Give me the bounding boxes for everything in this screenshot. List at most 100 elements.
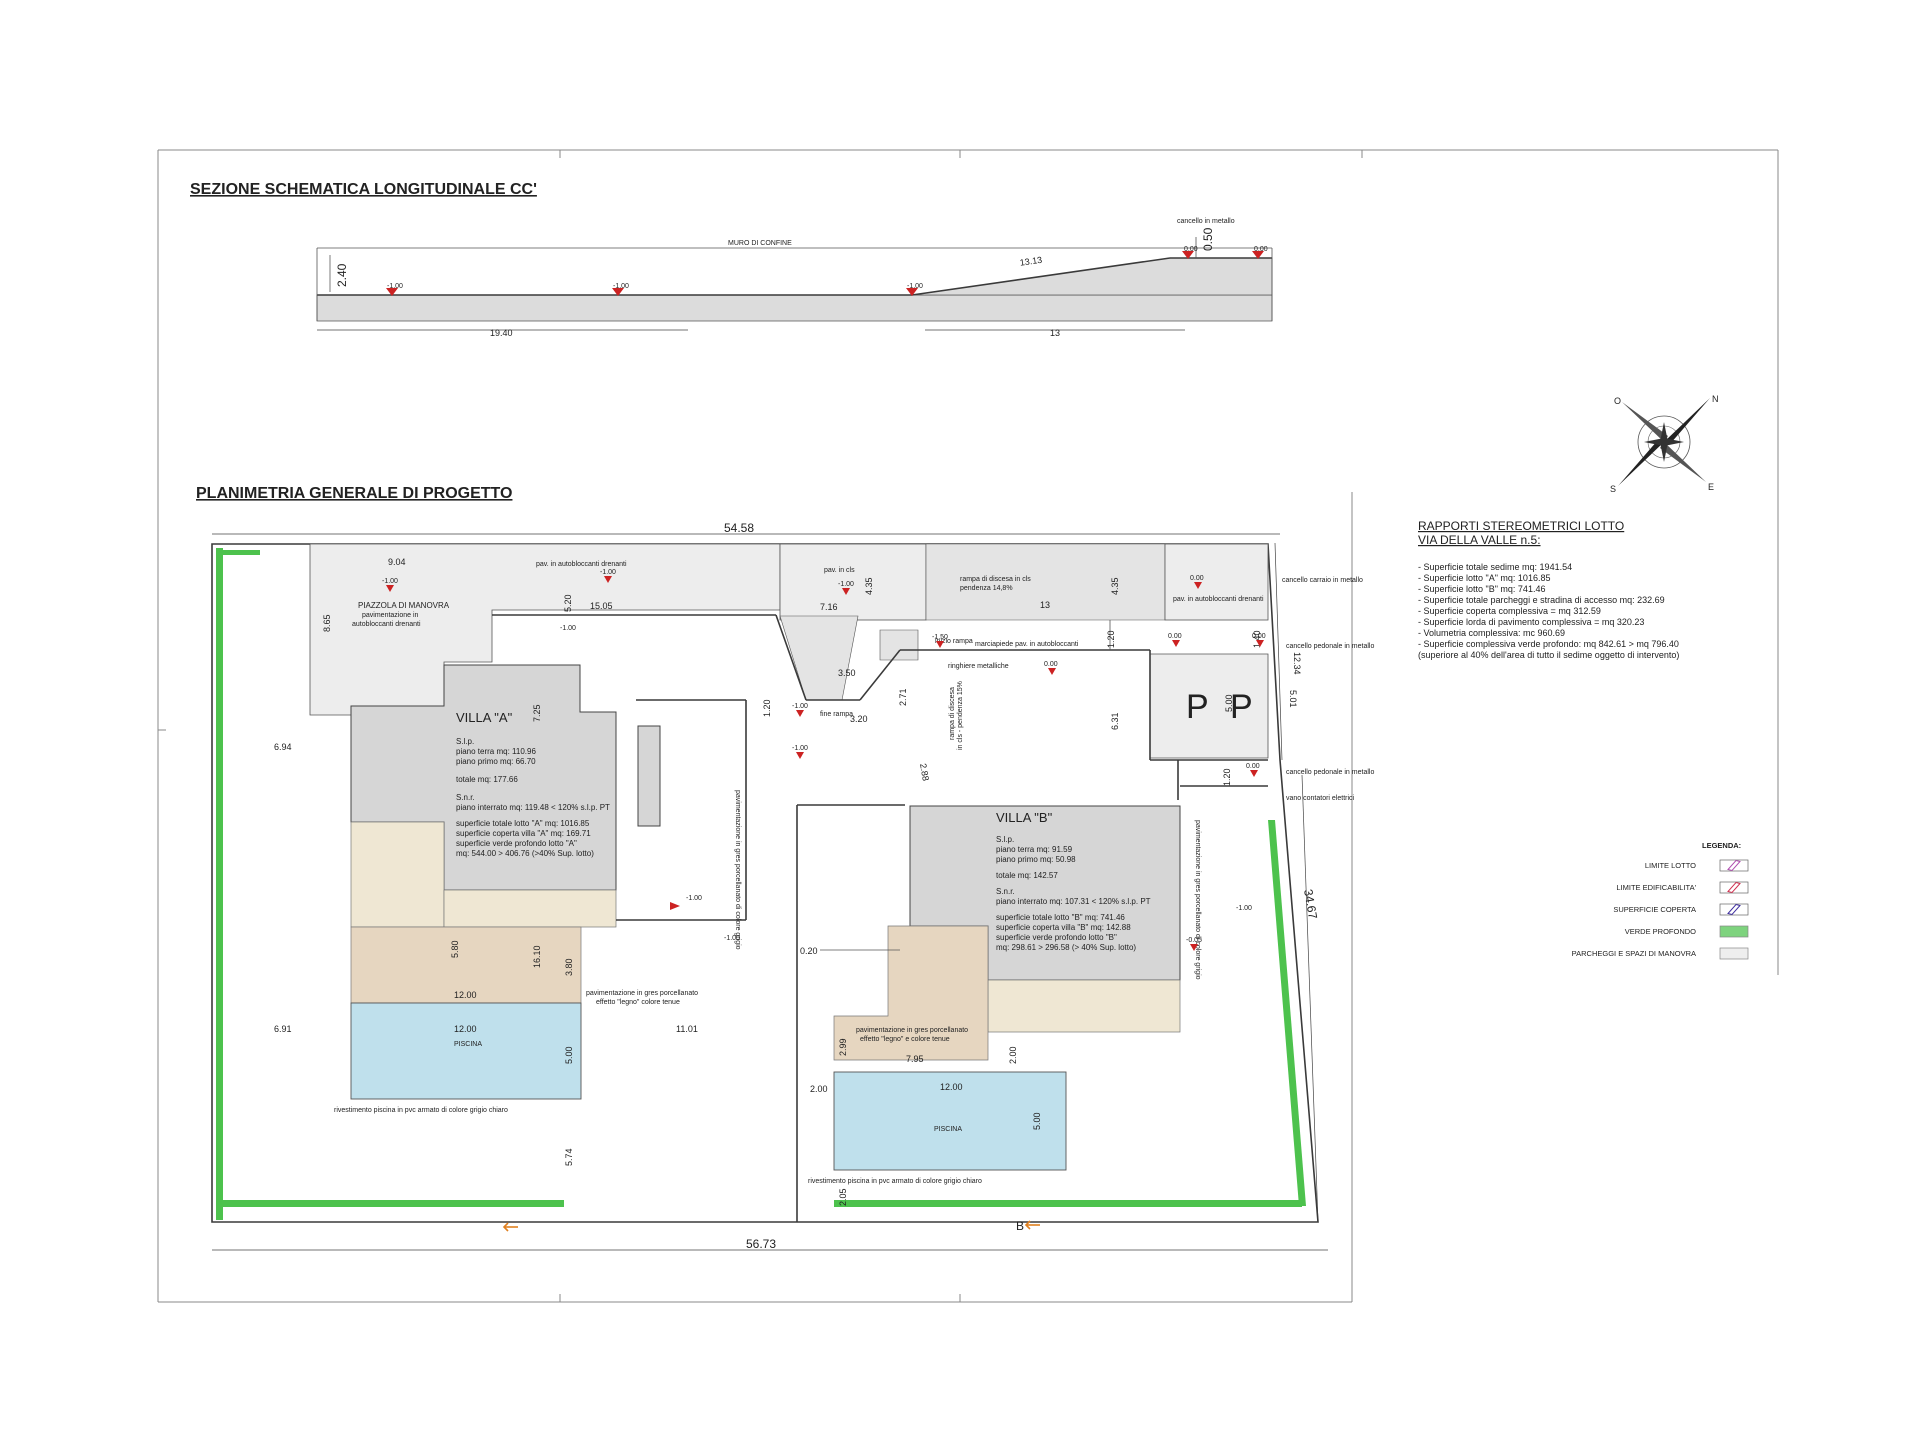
dim-3-80: 3.80 [564, 958, 574, 976]
parking-p1: P [1186, 688, 1209, 726]
plan-level-7: -1.50 [932, 634, 948, 641]
plan-level-1: -1.00 [382, 578, 398, 585]
vano-contatori: vano contatori elettrici [1286, 795, 1355, 802]
section-dim-height: 2.40 [335, 263, 349, 287]
dim-13: 13 [1040, 600, 1050, 610]
villa-b-footprint [796, 760, 1268, 1222]
dim-5-00p: 5.00 [1224, 694, 1234, 712]
villa-a-s4: mq: 544.00 > 406.76 (>40% Sup. lotto) [456, 849, 594, 858]
legend-swatch [1719, 881, 1749, 894]
dim-5-00b: 5.00 [1032, 1112, 1042, 1130]
paved-areas [309, 543, 1269, 761]
pav-auto2: pav. in autobloccanti drenanti [1173, 596, 1264, 603]
dim-2-05: 2.05 [838, 1188, 848, 1206]
villa-a-pt: piano terra mq: 110.96 [456, 747, 536, 756]
legend-label: PARCHEGGI E SPAZI DI MANOVRA [1572, 949, 1696, 958]
plan-dim-top: 54.58 [724, 521, 754, 535]
pav-legno-b2: effetto "legno" e colore tenue [860, 1036, 950, 1043]
cancello-carraio: cancello carraio in metallo [1282, 577, 1363, 584]
plan-level-6: 0.00 [1252, 633, 1266, 640]
section-level-2: -1.00 [613, 283, 629, 290]
dim-5-01: 5.01 [1288, 690, 1298, 708]
parking-p2: P [1230, 688, 1253, 726]
villa-a-s3: superficie verde profondo lotto "A" [456, 839, 577, 848]
dim-16-10: 16.10 [532, 945, 542, 968]
plan-level-15: -0.05 [1186, 937, 1202, 944]
legend-swatch [1719, 925, 1749, 938]
fine-rampa: fine rampa [820, 711, 853, 718]
plan-level-3: -1.00 [838, 581, 854, 588]
dim-1-20c: 1.20 [1222, 768, 1232, 786]
plan-level-11: 0.00 [1246, 763, 1260, 770]
plan-level-13: -1.00 [686, 895, 702, 902]
villa-b-title: VILLA "B" [996, 810, 1053, 825]
villa-b-s2: superficie coperta villa "B" mq: 142.88 [996, 923, 1131, 932]
plan-dim-bottom: 56.73 [746, 1237, 776, 1251]
compass-s: S [1610, 484, 1616, 494]
dim-11-01: 11.01 [676, 1024, 698, 1034]
plan-level-12: -1.00 [560, 625, 576, 632]
plan-level-14: -1.00 [724, 935, 740, 942]
section-dim-right: 13 [1050, 328, 1060, 338]
legend-swatch-mark [1727, 903, 1741, 916]
dim-1-20b: 1.20 [1106, 630, 1116, 648]
dim-7-95: 7.95 [906, 1054, 924, 1064]
legend-swatch [1719, 903, 1749, 916]
piazzola-sub2: autobloccanti drenanti [352, 621, 421, 628]
dim-4-35a: 4.35 [864, 577, 874, 595]
section-title: SEZIONE SCHEMATICA LONGITUDINALE CC' [190, 181, 537, 198]
plan-dimensions [212, 533, 1328, 1251]
villa-a-pp: piano primo mq: 66.70 [456, 757, 536, 766]
legend-title: LEGENDA: [1702, 841, 1741, 850]
stats-line: - Superficie coperta complessiva = mq 31… [1418, 606, 1601, 616]
stats-title2: VIA DELLA VALLE n.5: [1418, 533, 1541, 547]
pendenza: pendenza 14,8% [960, 585, 1013, 592]
plan-level-4: 0.00 [1190, 575, 1204, 582]
villa-b-s3: superficie verde profondo lotto "B" [996, 933, 1117, 942]
section-dim-top: 0.50 [1201, 227, 1215, 251]
dim-0-20: 0.20 [800, 946, 818, 956]
villa-a-snr: S.n.r. [456, 793, 475, 802]
section-level-4: 0.00 [1184, 246, 1198, 253]
stats-title1: RAPPORTI STEREOMETRICI LOTTO [1418, 519, 1624, 533]
villa-a-s2: superficie coperta villa "A" mq: 169.71 [456, 829, 591, 838]
dim-6-31: 6.31 [1110, 712, 1120, 730]
pav-legno-a1: pavimentazione in gres porcellanato [586, 990, 698, 997]
dim-5-20: 5.20 [563, 594, 573, 612]
section-drawing [316, 237, 1273, 331]
compass-e: E [1708, 482, 1714, 492]
piazzola-title: PIAZZOLA DI MANOVRA [358, 601, 450, 610]
villa-a-footprint [350, 664, 747, 1100]
muro-confine-label: MURO DI CONFINE [728, 240, 792, 247]
stats-list: - Superficie totale sedime mq: 1941.54- … [1418, 562, 1679, 660]
legend-swatch-mark [1727, 881, 1741, 894]
dim-12-00c: 12.00 [940, 1082, 963, 1092]
dim-4-35b: 4.35 [1110, 577, 1120, 595]
plan-level-5: 0.00 [1168, 633, 1182, 640]
villa-b-tot: totale mq: 142.57 [996, 871, 1058, 880]
plan-level-16: -1.00 [1236, 905, 1252, 912]
villa-b-s1: superficie totale lotto "B" mq: 741.46 [996, 913, 1125, 922]
dim-5-00a: 5.00 [564, 1046, 574, 1064]
cancello-label: cancello in metallo [1177, 218, 1235, 225]
dim-3-20: 3.20 [850, 714, 868, 724]
section-mark-b: B [1016, 1219, 1024, 1233]
villa-b-s4: mq: 298.61 > 296.58 (> 40% Sup. lotto) [996, 943, 1136, 952]
piscina-b: PISCINA [934, 1126, 962, 1133]
cancello-pedonale2: cancello pedonale in metallo [1286, 769, 1374, 776]
dim-15-05: 15.05 [590, 601, 613, 611]
dim-1-20a: 1.20 [762, 699, 772, 717]
plan-title: PLANIMETRIA GENERALE DI PROGETTO [196, 485, 512, 502]
plan-level-10: 0.00 [1044, 661, 1058, 668]
section-arrows [502, 1220, 1040, 1232]
section-level-5: 0.00 [1254, 246, 1268, 253]
rampa-discesa: rampa di discesa in cls [960, 576, 1031, 583]
villa-a-slp: S.l.p. [456, 737, 474, 746]
section-level-3: -1.00 [907, 283, 923, 290]
legend-swatch-mark [1727, 859, 1741, 872]
inizio-rampa: inizio rampa [935, 638, 973, 645]
legend-label: VERDE PROFONDO [1625, 927, 1696, 936]
dim-1-40: 1.40 [1252, 630, 1262, 648]
